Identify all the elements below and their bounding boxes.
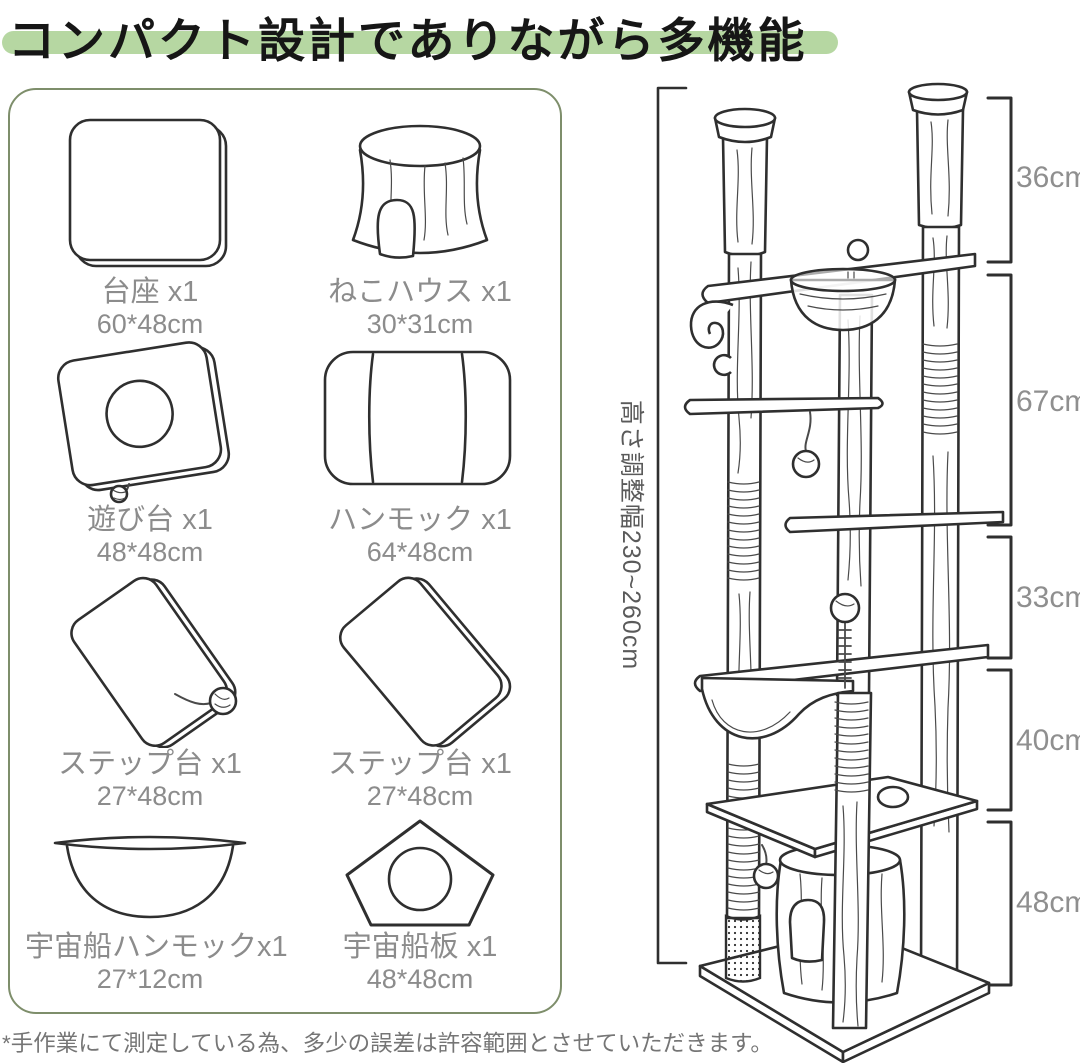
- right-pole: [907, 82, 969, 987]
- step-board-drawing: [338, 576, 512, 748]
- part-label: ねこハウス x1: [328, 276, 512, 308]
- step-board-drawing: [70, 576, 238, 748]
- part-label: 遊び台 x1: [87, 504, 213, 536]
- dimension-label-36cm: 36cm: [1016, 161, 1080, 194]
- part-label: ステップ台 x1: [58, 748, 242, 780]
- spaceship-board-drawing: [345, 819, 495, 927]
- middle-platform-2: [784, 510, 1005, 534]
- part-size: 27*48cm: [96, 781, 204, 811]
- page-title-text: コンパクト設計でありながら多機能: [8, 14, 808, 67]
- part-size: 48*48cm: [366, 964, 474, 994]
- play-platform-drawing: [56, 341, 231, 504]
- part-label: 宇宙船ハンモックx1: [25, 931, 288, 963]
- dimension-brackets: [986, 96, 1013, 987]
- top-platform: [701, 238, 977, 332]
- part-item-spaceship-hammock: 宇宙船ハンモックx1 27*12cm: [25, 813, 288, 995]
- footnote: *手作業にて測定している為、多少の誤差は許容範囲とさせていただきます。: [2, 1031, 773, 1056]
- part-item-hammock: ハンモック x1 64*48cm: [295, 336, 545, 568]
- cat-house-stump-drawing: [351, 124, 489, 259]
- parts-list-panel: [8, 88, 562, 1014]
- middle-platform-1: [683, 396, 884, 479]
- part-item-play-platform: 遊び台 x1 48*48cm: [25, 336, 275, 568]
- left-pole: [713, 107, 777, 920]
- dimension-label-40cm: 40cm: [1016, 724, 1080, 757]
- part-item-spaceship-board: 宇宙船板 x1 48*48cm: [295, 813, 545, 995]
- part-item-base: 台座 x1 60*48cm: [25, 108, 275, 340]
- cactus-decor: [689, 300, 734, 377]
- cat-tower-illustration: [656, 82, 1013, 1063]
- left-post-bottom: [724, 844, 780, 983]
- hammock-platform: [693, 643, 990, 740]
- part-label: 宇宙船板 x1: [342, 931, 498, 963]
- part-item-step-board-2: ステップ台 x1 27*48cm: [295, 576, 545, 812]
- height-range-label: 高さ調整幅230~260cm: [617, 399, 645, 671]
- part-size: 30*31cm: [366, 309, 474, 339]
- center-pole: [835, 293, 874, 697]
- base-board-drawing: [68, 118, 228, 268]
- part-label: ハンモック x1: [328, 504, 512, 536]
- part-size: 60*48cm: [96, 309, 204, 339]
- part-label: 台座 x1: [101, 276, 199, 308]
- dimension-label-33cm: 33cm: [1016, 581, 1080, 614]
- part-size: 27*12cm: [96, 964, 204, 994]
- dimension-label-67cm: 67cm: [1016, 385, 1080, 418]
- dimension-label-48cm: 48cm: [1016, 886, 1080, 919]
- part-label: ステップ台 x1: [328, 748, 512, 780]
- part-size: 27*48cm: [366, 781, 474, 811]
- page-title: コンパクト設計でありながら多機能: [0, 0, 860, 67]
- part-item-step-board-1: ステップ台 x1 27*48cm: [25, 576, 275, 812]
- height-bracket: [656, 86, 688, 965]
- hammock-drawing: [323, 350, 512, 486]
- title-highlight-bar: [2, 31, 838, 54]
- center-pole-lower: [831, 691, 873, 1030]
- spaceship-hammock-drawing: [53, 835, 247, 919]
- part-item-cat-house: ねこハウス x1 30*31cm: [295, 108, 545, 340]
- part-size: 48*48cm: [96, 537, 204, 567]
- spring-ball-toy: [829, 592, 861, 689]
- part-size: 64*48cm: [366, 537, 474, 567]
